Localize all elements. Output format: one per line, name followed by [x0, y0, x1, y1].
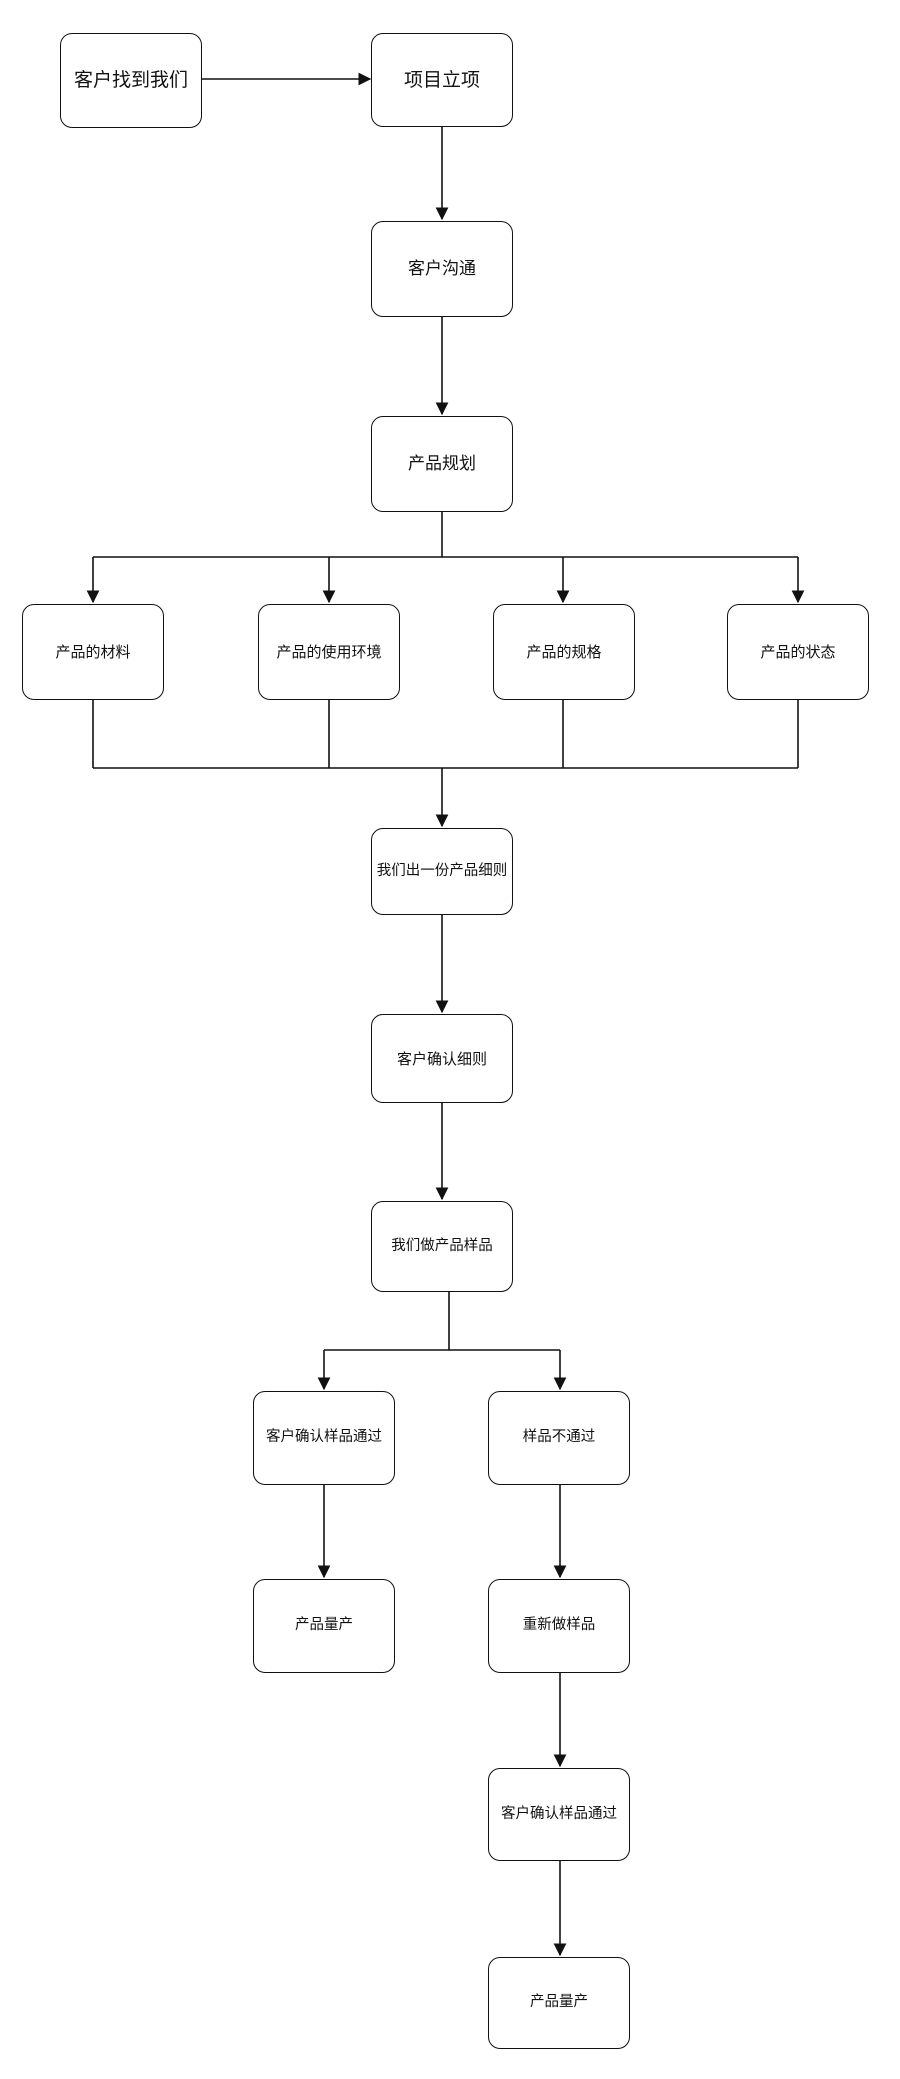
node-remake-sample: 重新做样品 — [488, 1579, 630, 1673]
node-sample-fail: 样品不通过 — [488, 1391, 630, 1485]
node-product-details-doc: 我们出一份产品细则 — [371, 828, 513, 915]
node-product-specification: 产品的规格 — [493, 604, 635, 700]
node-project-setup: 项目立项 — [371, 33, 513, 127]
node-product-state: 产品的状态 — [727, 604, 869, 700]
node-client-confirm-details: 客户确认细则 — [371, 1014, 513, 1103]
node-product-material: 产品的材料 — [22, 604, 164, 700]
node-product-planning: 产品规划 — [371, 416, 513, 512]
node-client-sample-pass: 客户确认样品通过 — [253, 1391, 395, 1485]
node-client-finds-us: 客户找到我们 — [60, 33, 202, 128]
node-mass-production-right: 产品量产 — [488, 1957, 630, 2049]
node-make-sample: 我们做产品样品 — [371, 1201, 513, 1292]
node-client-sample-pass-again: 客户确认样品通过 — [488, 1768, 630, 1861]
node-product-environment: 产品的使用环境 — [258, 604, 400, 700]
node-client-communication: 客户沟通 — [371, 221, 513, 317]
node-mass-production-left: 产品量产 — [253, 1579, 395, 1673]
